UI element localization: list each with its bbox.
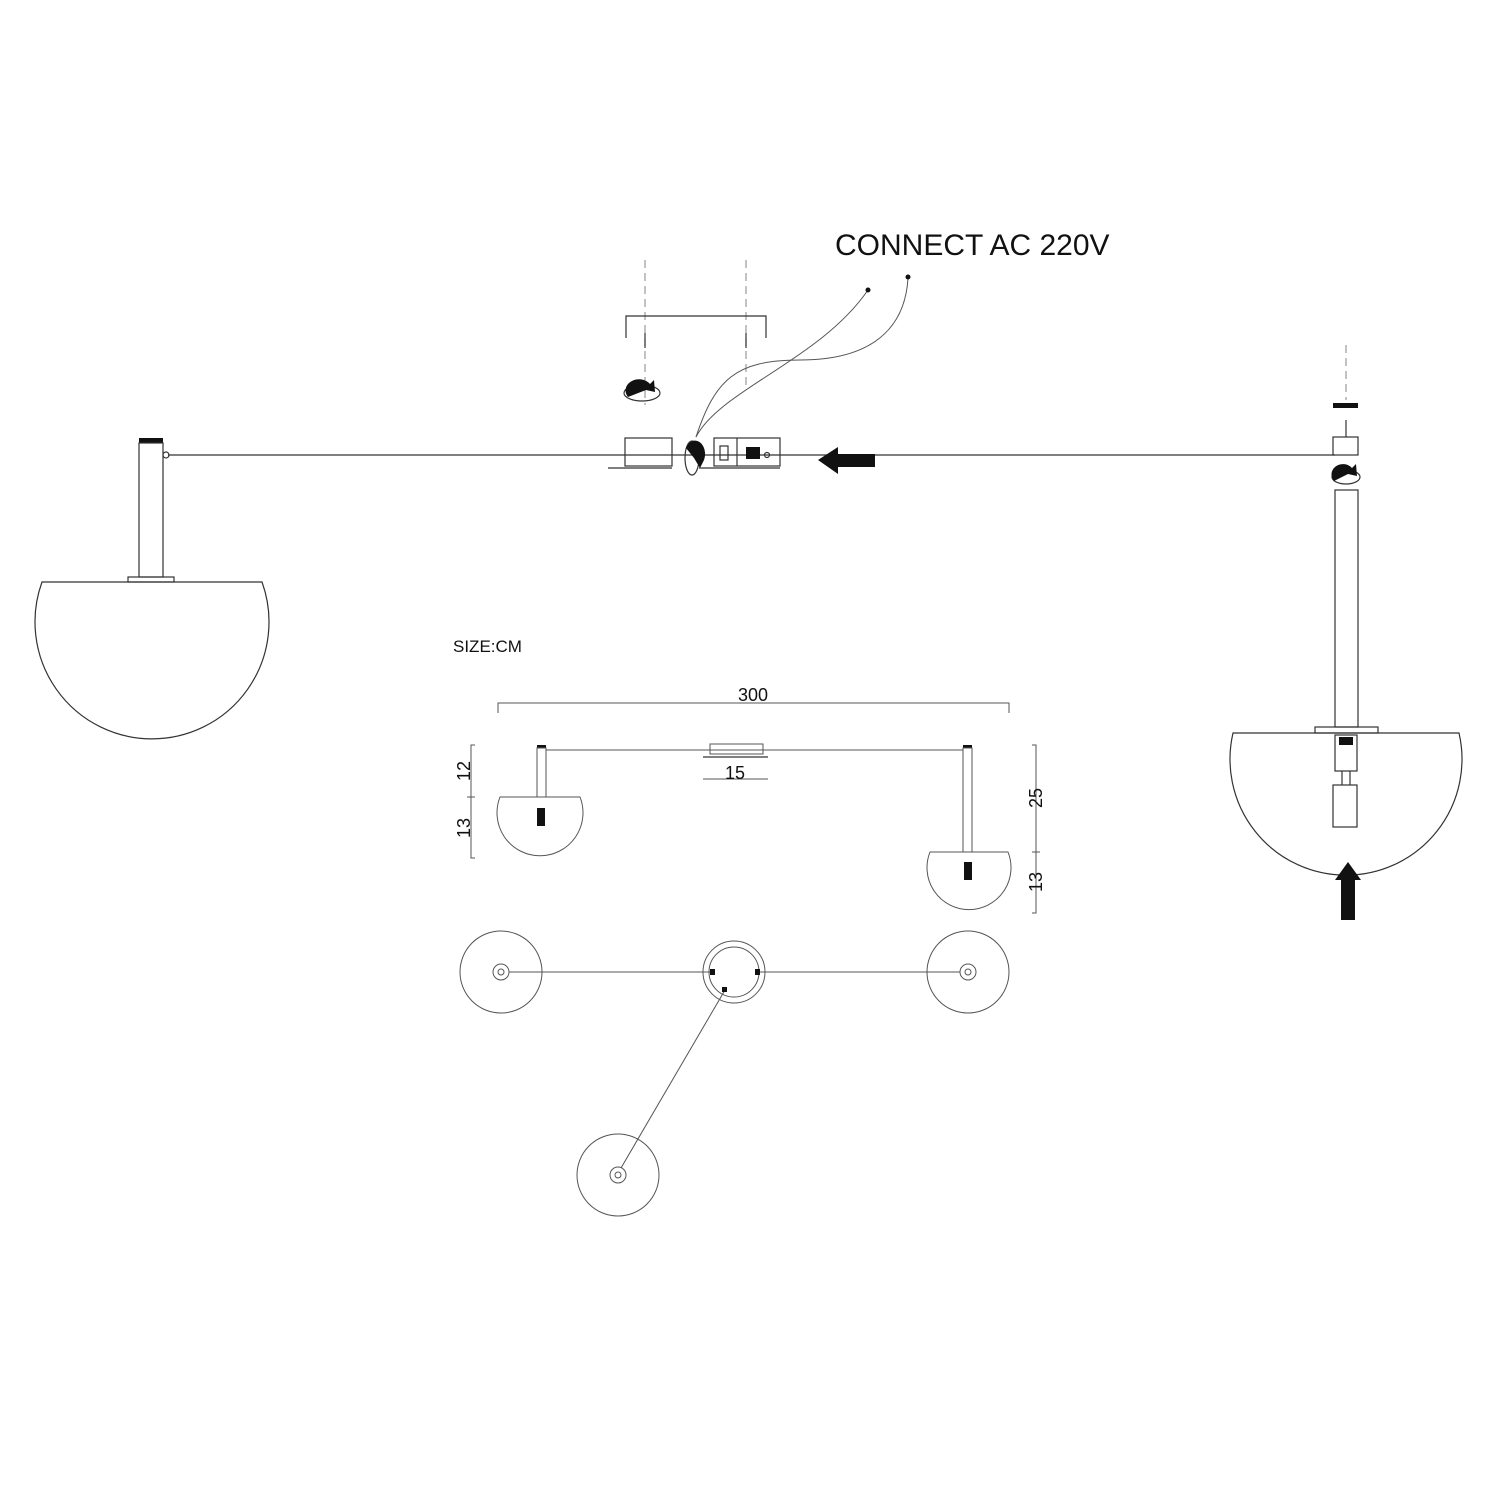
mount-plate [127, 576, 175, 583]
arrow-left-icon [818, 447, 875, 474]
rotate-icon [684, 440, 706, 476]
size-unit-label: SIZE:CM [453, 637, 522, 656]
left-pendant-lamp [34, 438, 270, 740]
stem-cap [1333, 403, 1358, 408]
arrow-up-icon [1335, 862, 1361, 920]
dimension-drawing: 300 15 12 13 25 13 [454, 685, 1046, 914]
socket [1334, 734, 1358, 772]
stem [1334, 489, 1359, 728]
led-bulb [1332, 784, 1358, 828]
mounting-bracket [623, 260, 767, 405]
rotate-icon [623, 379, 661, 402]
dim-canopy-width: 15 [725, 763, 745, 783]
ceiling-canopy [608, 437, 781, 476]
dim-left-drop: 12 [454, 761, 474, 781]
dim-right-drop: 25 [1026, 788, 1046, 808]
right-pendant-lamp [1229, 345, 1463, 920]
top-view-drawing [459, 930, 1010, 1217]
connect-label: CONNECT AC 220V [835, 229, 1110, 262]
mount-plate [1314, 726, 1379, 734]
stem [138, 442, 164, 578]
wire-eyelet [162, 451, 170, 459]
power-wires [695, 274, 911, 438]
globe-shade [34, 581, 270, 740]
dim-left-globe: 13 [454, 818, 474, 838]
terminal-block [746, 447, 760, 459]
dim-total-width: 300 [738, 685, 768, 705]
dim-right-globe: 13 [1026, 872, 1046, 892]
stem-cap [139, 438, 163, 443]
rotate-icon [1331, 464, 1361, 485]
globe-shade [1229, 732, 1463, 876]
